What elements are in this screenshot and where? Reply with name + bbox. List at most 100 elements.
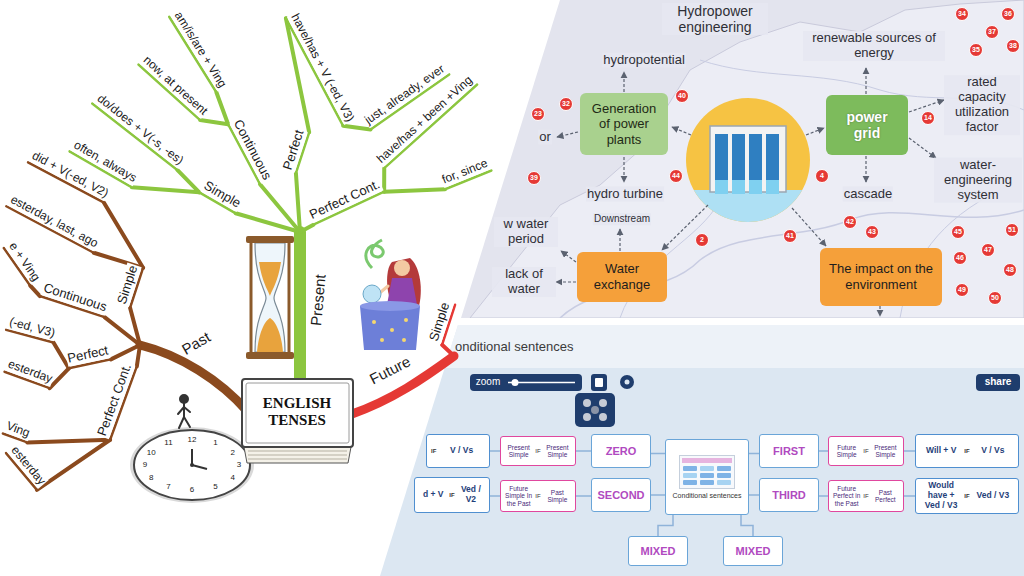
node-text: V / Vs <box>972 446 1014 456</box>
fortune-teller-figure <box>360 240 421 350</box>
dam-illustration <box>715 180 728 194</box>
station-number: 41 <box>785 232 795 240</box>
station-number: 43 <box>867 228 877 236</box>
hourglass-figure <box>255 243 285 352</box>
branch-label: Perfect Cont. <box>95 361 136 439</box>
branch-label: have/has + V (-ed, V3) <box>287 11 357 126</box>
connector-line <box>576 450 591 452</box>
branch-line <box>105 317 140 345</box>
zoom-knob <box>512 379 519 386</box>
clock-figure <box>190 463 194 467</box>
text-group: power grid <box>832 109 902 141</box>
layout-button <box>583 413 591 421</box>
topic-label: lack of water <box>492 267 556 297</box>
map-panel <box>461 0 1024 318</box>
type-box: ZERO <box>591 434 651 468</box>
station-number: 44 <box>671 172 681 180</box>
branch-line <box>111 345 140 359</box>
station-dot <box>532 108 545 121</box>
text-group: Future SimpleIFPresent Simple <box>832 444 900 459</box>
branch-label: Perfect <box>280 127 308 173</box>
clock-numeral: 7 <box>165 482 171 491</box>
topic-box: The impact on the environment <box>820 248 942 306</box>
text-group: Conditional sentences <box>669 492 745 499</box>
node-text: IF <box>964 493 969 500</box>
settings-gear <box>620 375 634 389</box>
dam-illustration <box>732 134 745 180</box>
text-group: IFV / Vs <box>431 446 485 456</box>
node-text: IF <box>449 492 454 499</box>
branch-line <box>286 18 343 126</box>
fortune-teller-figure <box>360 301 420 311</box>
walking-man-figure <box>184 417 190 427</box>
branch-label: esterday <box>5 357 55 386</box>
clock-numeral: 6 <box>189 485 195 494</box>
branch-title: Future <box>366 352 414 388</box>
walking-man-figure <box>183 403 185 417</box>
formula-box: IFV / Vs <box>426 434 490 468</box>
node-text: Present Simple <box>871 444 900 459</box>
node-text: FIRST <box>762 445 816 457</box>
station-number: 39 <box>529 174 539 182</box>
node-text: d + V <box>419 490 447 500</box>
walking-man-figure <box>179 417 184 428</box>
station-number: 14 <box>923 114 933 122</box>
station-dot <box>986 26 999 39</box>
station-number: 50 <box>990 294 1000 302</box>
dashed-arrow <box>792 208 826 246</box>
fortune-teller-figure <box>402 338 406 342</box>
connector-line <box>904 495 915 497</box>
share-button <box>976 374 1020 391</box>
branch-label: esterday, last, ago <box>7 193 101 252</box>
dashed-arrow <box>556 68 944 316</box>
node-text: Future Simple <box>832 444 861 459</box>
dam-illustration <box>766 134 779 180</box>
branch-label: Simple <box>200 178 244 212</box>
tense-box: Future SimpleIFPresent Simple <box>828 436 904 466</box>
tool-button <box>591 374 607 391</box>
branch-line <box>296 173 300 232</box>
walking-man-figure <box>180 395 188 403</box>
station-dot <box>970 44 983 57</box>
topic-label: Downstream <box>593 213 651 225</box>
node-text: IF <box>863 448 868 455</box>
topic-label: w water period <box>494 217 558 247</box>
station-number: 4 <box>819 172 825 180</box>
connector-line <box>651 494 665 496</box>
node-text: power grid <box>832 109 902 141</box>
dam-illustration <box>766 180 779 194</box>
dam-illustration <box>686 126 810 230</box>
layout-button <box>599 399 607 407</box>
topic-label: water-engineering system <box>934 158 1022 203</box>
node-text: ZERO <box>594 445 648 457</box>
book-cover: ENGLISH TENSES <box>240 377 355 465</box>
dashed-arrow <box>672 127 691 135</box>
station-number: 51 <box>1007 226 1017 234</box>
station-dot <box>922 112 935 125</box>
node-text: Present Simple <box>543 444 572 459</box>
station-number: 2 <box>699 236 705 244</box>
dashed-arrow <box>806 128 824 135</box>
station-number: 37 <box>987 28 997 36</box>
node-text: Would have + Ved / V3 <box>920 481 962 510</box>
connector-line <box>819 450 828 452</box>
type-box: SECOND <box>591 478 651 512</box>
dashed-arrow <box>662 205 708 250</box>
branch-line <box>216 92 228 124</box>
branch-line <box>343 126 370 130</box>
topic-label: cascade <box>843 187 893 202</box>
hourglass-figure <box>257 318 283 352</box>
station-dot <box>1006 224 1019 237</box>
thumbnail-picture <box>679 455 735 489</box>
map-panel <box>461 0 1024 318</box>
map-land <box>470 0 1024 318</box>
zoom-control <box>470 374 582 391</box>
toolbar-label: share <box>984 376 1013 388</box>
clock-figure <box>134 430 250 500</box>
hourglass-figure <box>288 243 291 352</box>
fortune-teller-figure <box>394 260 410 276</box>
station-dot <box>1004 264 1017 277</box>
connector-line <box>819 495 828 497</box>
type-box: FIRST <box>759 434 819 468</box>
